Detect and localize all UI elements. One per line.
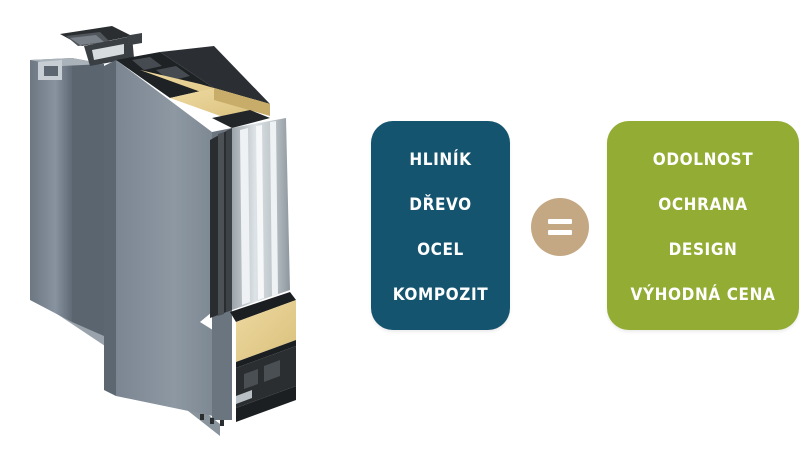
benefit-item: OCHRANA — [658, 195, 748, 215]
equals-bar-bottom — [548, 230, 572, 235]
benefit-item: ODOLNOST — [652, 150, 754, 170]
profile-frame-post — [30, 58, 104, 336]
equals-bar-top — [548, 219, 572, 224]
equals-icon — [531, 198, 589, 256]
benefit-item: VÝHODNÁ CENA — [630, 285, 776, 305]
profile-bottom-details — [200, 414, 224, 426]
materials-box: HLINÍK DŘEVO OCEL KOMPOZIT — [371, 121, 510, 330]
profile-top-section — [60, 26, 134, 66]
benefits-box: ODOLNOST OCHRANA DESIGN VÝHODNÁ CENA — [607, 121, 799, 330]
profile-glazing — [210, 118, 290, 318]
material-item: KOMPOZIT — [392, 285, 489, 305]
profile-leaf-top-section — [116, 32, 270, 128]
benefit-item: DESIGN — [668, 240, 738, 260]
profile-leaf-bottom-section — [230, 292, 296, 422]
material-item: DŘEVO — [409, 195, 472, 215]
material-item: HLINÍK — [409, 150, 472, 170]
material-item: OCEL — [417, 240, 464, 260]
door-profile-illustration — [30, 26, 296, 436]
